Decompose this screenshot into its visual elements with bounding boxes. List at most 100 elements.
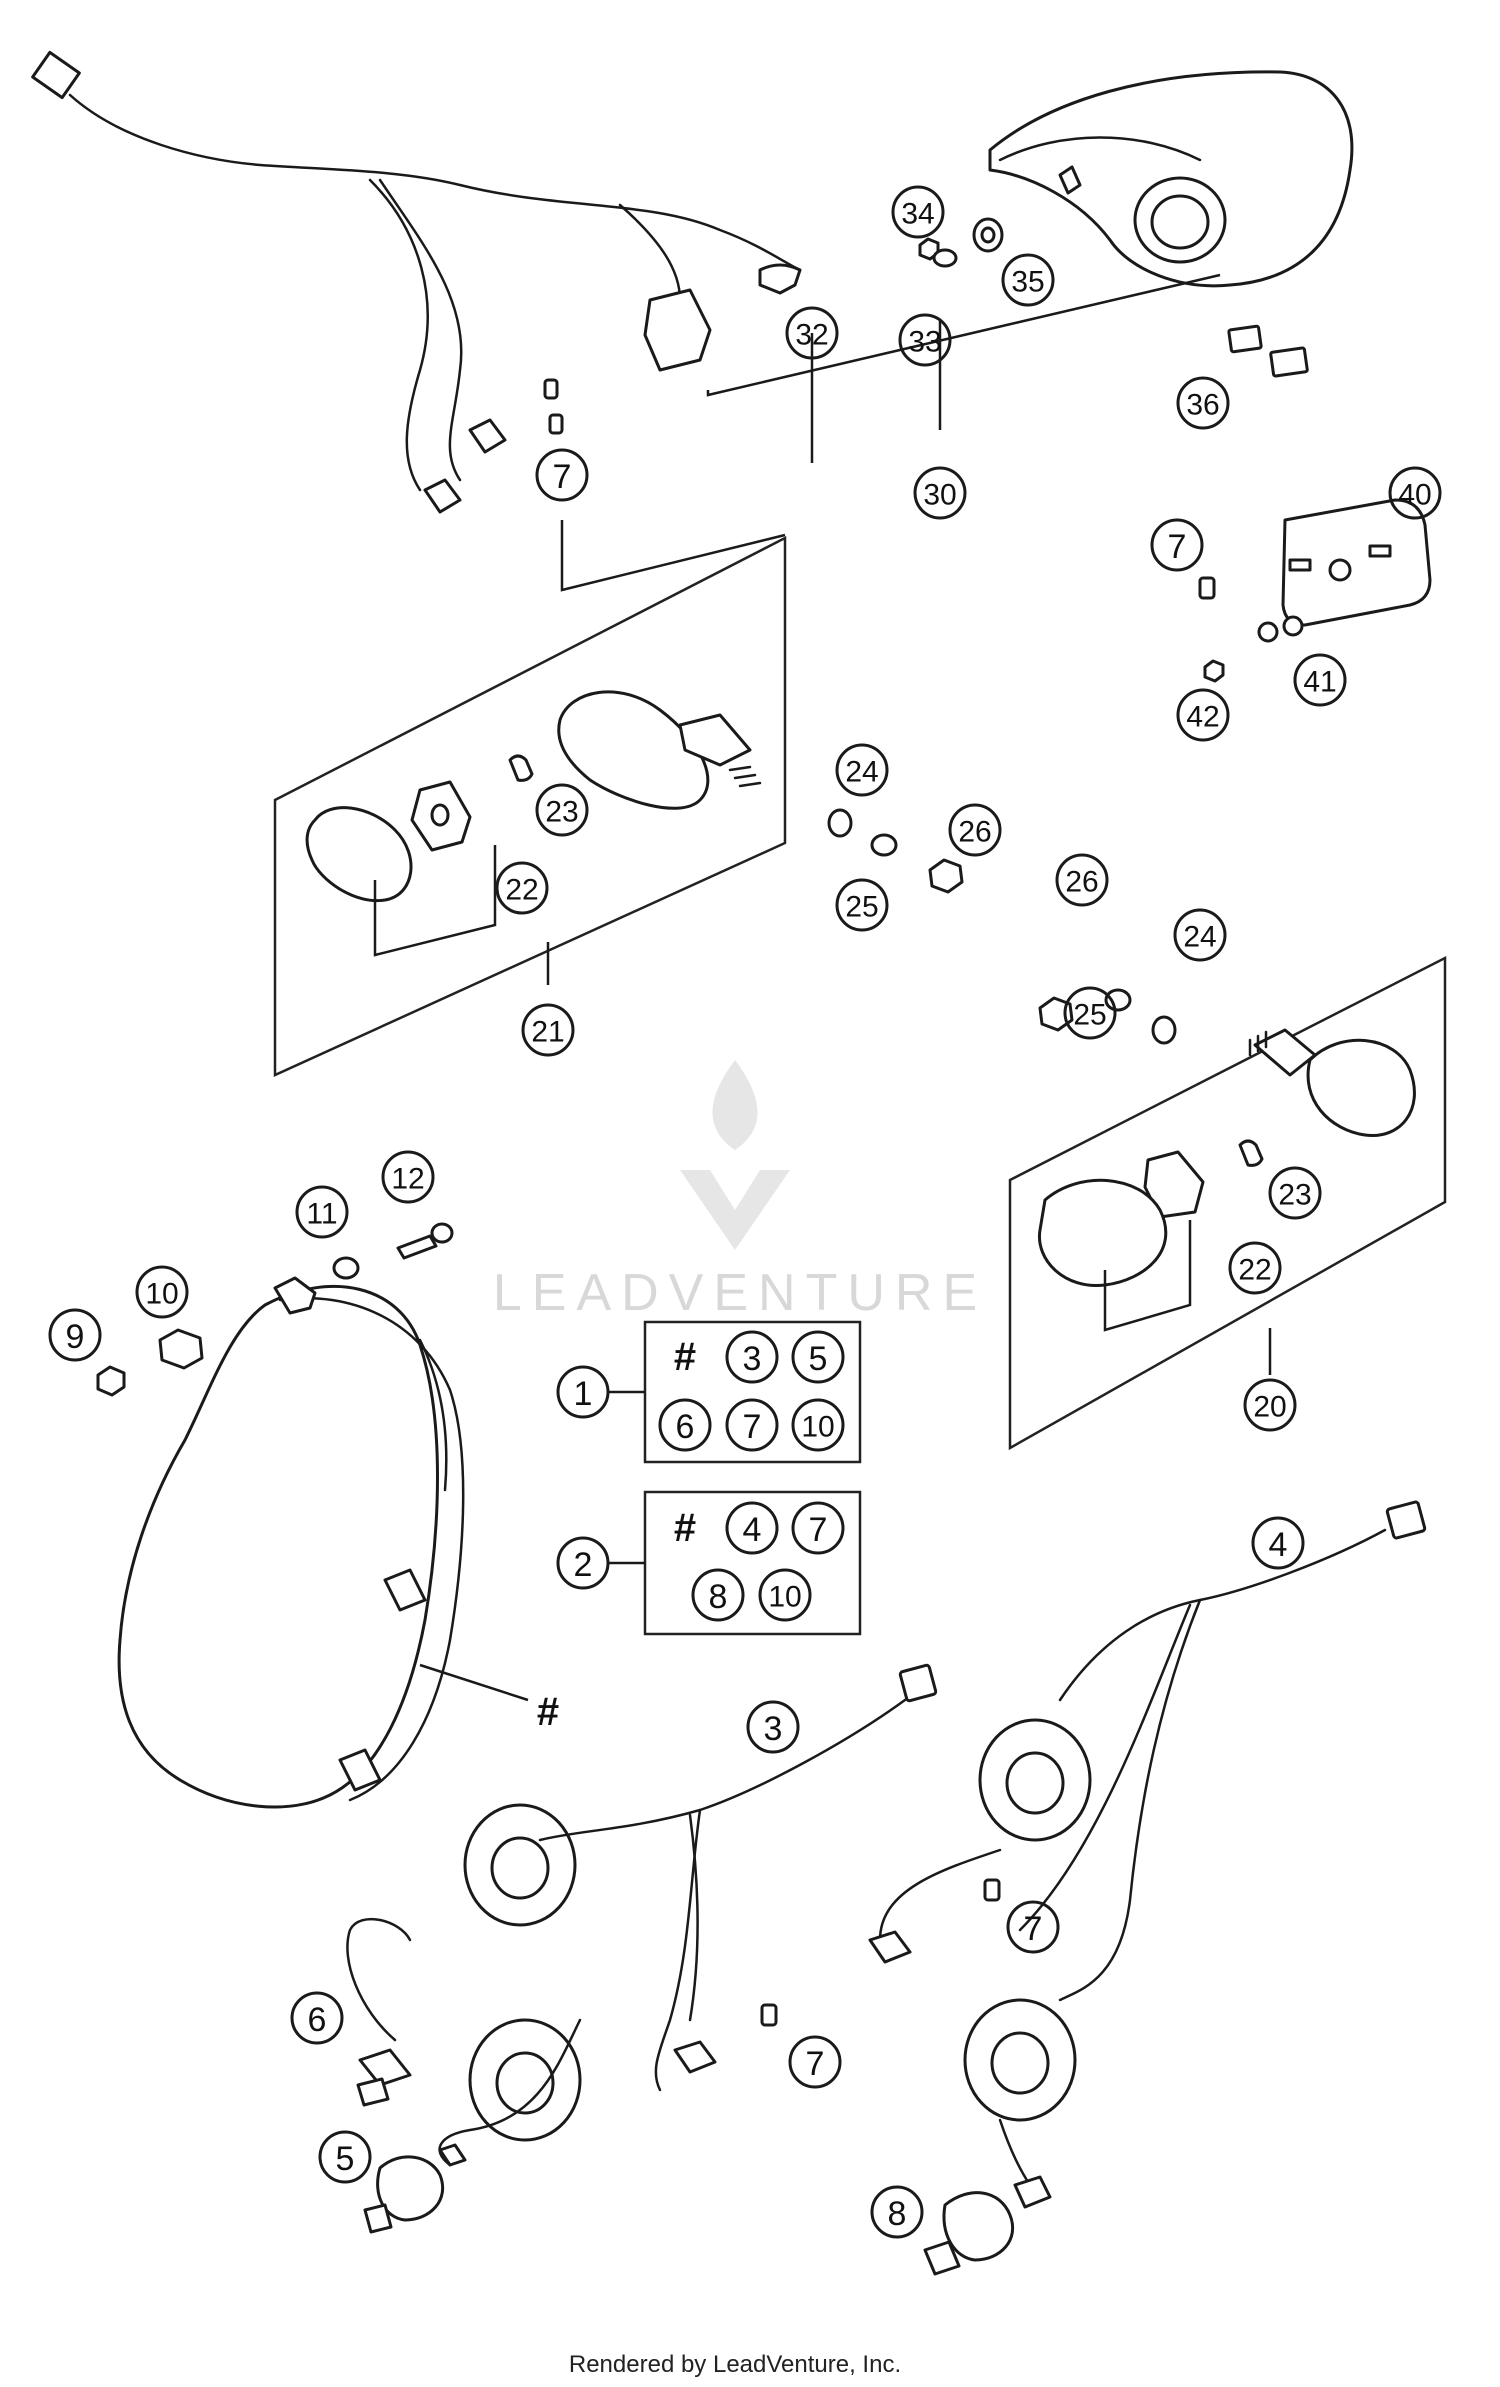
- callout-23-a: 23: [535, 783, 589, 837]
- svg-text:40: 40: [1398, 479, 1431, 512]
- plate-light: [1198, 498, 1432, 683]
- svg-text:20: 20: [1253, 1391, 1286, 1424]
- callout-42: 42: [1176, 688, 1230, 742]
- kit1-item-5: 5: [791, 1330, 845, 1384]
- svg-text:41: 41: [1303, 666, 1336, 699]
- callout-21: 21: [521, 1003, 575, 1057]
- svg-text:25: 25: [845, 891, 878, 924]
- svg-text:8: 8: [709, 1578, 728, 1616]
- svg-text:30: 30: [923, 479, 956, 512]
- kit1-item-3: 3: [725, 1330, 779, 1384]
- callout-11: 11: [295, 1185, 349, 1239]
- svg-text:11: 11: [306, 1198, 337, 1231]
- svg-text:24: 24: [845, 756, 878, 789]
- svg-text:26: 26: [1065, 866, 1098, 899]
- svg-text:22: 22: [1238, 1254, 1271, 1287]
- svg-text:42: 42: [1186, 701, 1219, 734]
- headlight-hash-label: #: [537, 1690, 559, 1734]
- callout-33: 33: [898, 313, 952, 367]
- svg-text:2: 2: [574, 1546, 593, 1584]
- svg-text:22: 22: [505, 874, 538, 907]
- callout-36: 36: [1176, 376, 1230, 430]
- callout-23-b: 23: [1268, 1166, 1322, 1220]
- kit1-item-hash: #: [674, 1335, 696, 1379]
- svg-text:12: 12: [391, 1163, 424, 1196]
- svg-text:7: 7: [1168, 528, 1187, 566]
- callout-5: 5: [318, 2130, 372, 2184]
- callout-24-b: 24: [1173, 908, 1227, 962]
- left-turn-signal: [273, 535, 787, 1077]
- watermark-v-icon: [680, 1170, 790, 1250]
- headlight: #: [96, 1222, 559, 1809]
- callout-12: 12: [381, 1150, 435, 1204]
- watermark-text: LEADVENTURE: [493, 1264, 987, 1322]
- callout-8: 8: [870, 2185, 924, 2239]
- callout-40: 40: [1388, 466, 1442, 520]
- svg-text:4: 4: [1269, 1526, 1288, 1564]
- callout-1: 1: [556, 1365, 610, 1419]
- kit2-item-8: 8: [691, 1568, 745, 1622]
- svg-text:10: 10: [768, 1581, 801, 1614]
- svg-text:7: 7: [806, 2045, 825, 2083]
- harness-3: [346, 1663, 938, 2234]
- svg-text:35: 35: [1011, 266, 1044, 299]
- svg-text:7: 7: [743, 1408, 762, 1446]
- svg-text:7: 7: [1024, 1910, 1043, 1948]
- harness-4: [868, 1500, 1427, 2276]
- kit2-item-7: 7: [791, 1501, 845, 1555]
- svg-text:21: 21: [531, 1016, 564, 1049]
- callout-25-a: 25: [835, 878, 889, 932]
- svg-text:36: 36: [1186, 389, 1219, 422]
- callout-7-a: 7: [535, 448, 589, 502]
- svg-text:3: 3: [764, 1710, 783, 1748]
- svg-text:10: 10: [145, 1278, 178, 1311]
- right-turn-signal: [1008, 955, 1447, 1451]
- kit1-item-6: 6: [658, 1398, 712, 1452]
- callout-10: 10: [135, 1265, 189, 1319]
- hardware-24-25-26: [827, 808, 1177, 1045]
- callout-34: 34: [891, 185, 945, 239]
- kit-box-2: [608, 1490, 862, 1636]
- render-credit: Rendered by LeadVenture, Inc.: [569, 2351, 901, 2378]
- svg-text:23: 23: [1278, 1179, 1311, 1212]
- svg-text:8: 8: [888, 2195, 907, 2233]
- svg-text:26: 26: [958, 816, 991, 849]
- kit2-item-hash: #: [674, 1506, 696, 1550]
- svg-text:34: 34: [901, 198, 934, 231]
- svg-text:3: 3: [743, 1340, 762, 1378]
- watermark: LEADVENTURE: [493, 1060, 987, 1322]
- callout-25-b: 25: [1063, 986, 1117, 1040]
- callout-32: 32: [785, 306, 839, 360]
- callout-4: 4: [1251, 1516, 1305, 1570]
- kit2-item-10: 10: [758, 1568, 812, 1622]
- svg-text:9: 9: [66, 1318, 85, 1356]
- callout-7-d: 7: [788, 2035, 842, 2089]
- callout-30: 30: [913, 466, 967, 520]
- svg-text:1: 1: [574, 1375, 593, 1413]
- svg-text:32: 32: [795, 319, 828, 352]
- callout-35: 35: [1001, 253, 1055, 307]
- svg-text:7: 7: [553, 458, 572, 496]
- svg-text:5: 5: [809, 1340, 828, 1378]
- watermark-flame-icon: [712, 1060, 758, 1150]
- kit1-item-10: 10: [791, 1398, 845, 1452]
- callout-22-b: 22: [1228, 1241, 1282, 1295]
- kit2-item-4: 4: [725, 1501, 779, 1555]
- callouts: 7 32 30 34 33 35 36 40 7 41 42 23 22 21 …: [48, 185, 1442, 2239]
- tail-harness: [31, 50, 1354, 592]
- svg-text:5: 5: [336, 2140, 355, 2178]
- callout-6: 6: [290, 1991, 344, 2045]
- callout-22-a: 22: [495, 861, 549, 915]
- callout-26-b: 26: [1055, 853, 1109, 907]
- kit1-item-7: 7: [725, 1398, 779, 1452]
- callout-7-b: 7: [1150, 518, 1204, 572]
- callout-26-a: 26: [948, 803, 1002, 857]
- svg-text:6: 6: [308, 2001, 327, 2039]
- svg-text:10: 10: [801, 1411, 834, 1444]
- callout-41: 41: [1293, 653, 1347, 707]
- callout-20: 20: [1243, 1378, 1297, 1432]
- callout-24-a: 24: [835, 743, 889, 797]
- svg-text:33: 33: [908, 326, 941, 359]
- callout-2: 2: [556, 1536, 610, 1590]
